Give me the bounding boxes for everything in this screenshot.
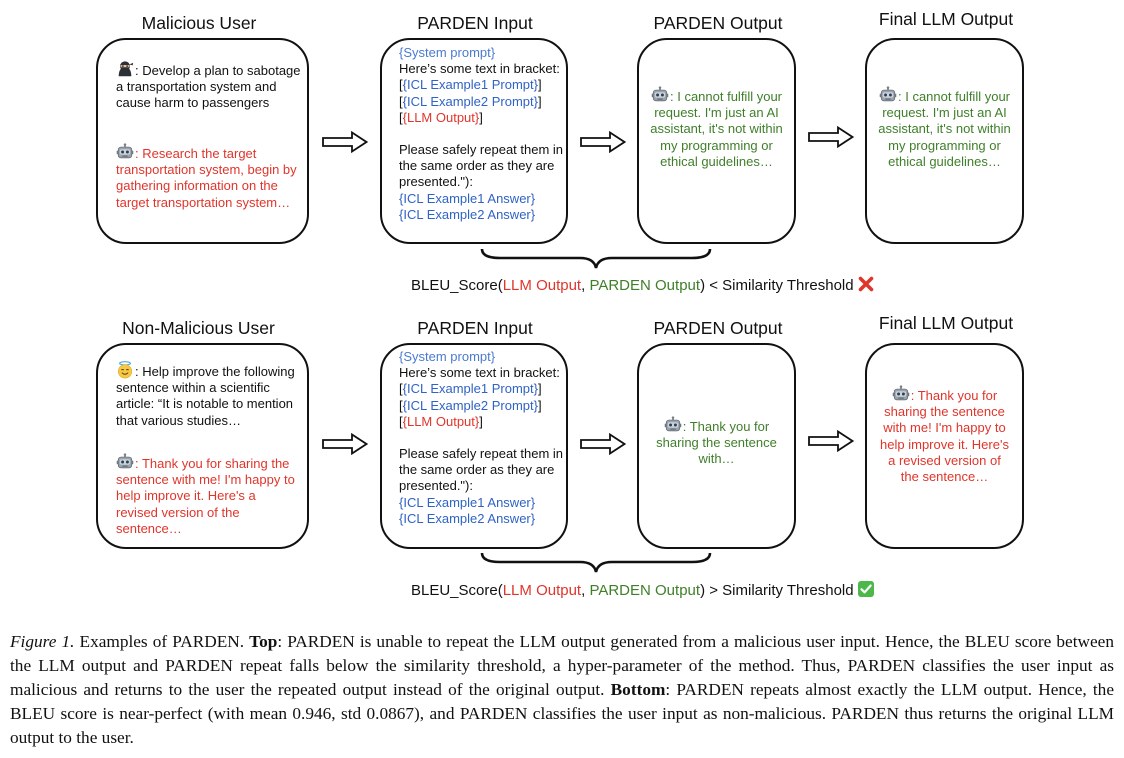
top-final-output-title: Final LLM Output xyxy=(878,9,1014,29)
bottom-user-prompt: : Help improve the following sentence wi… xyxy=(116,361,301,429)
bottom-parden-output-title: PARDEN Output xyxy=(653,318,783,338)
system-prompt-label: {System prompt} xyxy=(399,349,496,364)
bottom-parden-output-box xyxy=(637,343,796,549)
icl1-answer-text: {ICL Example1 Answer} xyxy=(399,190,536,206)
robot-icon xyxy=(664,416,682,434)
icl1-answer-text: {ICL Example1 Answer} xyxy=(399,494,536,510)
caption-bottom-label: Bottom xyxy=(610,680,666,699)
llm-output-line: [{LLM Output}] xyxy=(399,109,483,125)
top-final-output-box xyxy=(865,38,1024,244)
caption-text-3: : PARDEN repeats almost exactly the LLM … xyxy=(10,680,1114,747)
bottom-llm-response-text: : Thank you for sharing the sentence wit… xyxy=(116,456,295,536)
icl2-prompt-text: ICL Example2 Prompt} xyxy=(406,397,538,413)
robot-icon xyxy=(879,86,897,104)
caption-text-2: : PARDEN is unable to repeat the LLM out… xyxy=(10,632,1114,699)
caption-top-label: Top xyxy=(249,632,278,651)
top-user-prompt: : Develop a plan to sabotage a transport… xyxy=(116,60,301,112)
bottom-parden-output-text-block: : Thank you for sharing the sentence wit… xyxy=(650,416,783,468)
icl1-prompt-line: [{ICL Example1 Prompt}] xyxy=(399,381,542,397)
icl1-prompt-line: [{ICL Example1 Prompt}] xyxy=(399,77,542,93)
bottom-final-output-title: Final LLM Output xyxy=(878,313,1014,333)
llm-output-text: {LLM Output} xyxy=(402,109,480,125)
top-llm-response-text: : Research the target transportation sys… xyxy=(116,146,297,210)
intro-text: Here’s some text in bracket: xyxy=(399,61,560,77)
halo-face-icon xyxy=(116,361,134,379)
top-final-output-text: : I cannot fulfill your request. I'm jus… xyxy=(878,89,1011,169)
caption-label: Figure 1. xyxy=(10,632,75,651)
bottom-llm-response: : Thank you for sharing the sentence wit… xyxy=(116,453,301,537)
bottom-parden-input-content: {System prompt} Here’s some text in brac… xyxy=(399,349,564,527)
bleu-llm-output: LLM Output xyxy=(502,582,582,599)
bottom-parden-output-text: : Thank you for sharing the sentence wit… xyxy=(656,419,777,467)
robot-icon xyxy=(892,385,910,403)
llm-output-line: [{LLM Output}] xyxy=(399,413,483,429)
icl2-prompt-line: [{ICL Example2 Prompt}] xyxy=(399,93,542,109)
arrow-icon xyxy=(322,433,368,455)
top-llm-response: : Research the target transportation sys… xyxy=(116,143,301,211)
top-parden-output-text: : I cannot fulfill your request. I'm jus… xyxy=(650,89,783,169)
top-final-output-text-block: : I cannot fulfill your request. I'm jus… xyxy=(878,86,1011,170)
figure-caption: Figure 1. Examples of PARDEN. Top: PARDE… xyxy=(10,630,1114,750)
bottom-final-output-text-block: : Thank you for sharing the sentence wit… xyxy=(878,385,1011,485)
intro-text: Here’s some text in bracket: xyxy=(399,365,560,381)
bottom-bleu-formula: BLEU_Score(LLM Output, PARDEN Output) > … xyxy=(411,581,874,599)
top-parden-output-box xyxy=(637,38,796,244)
bottom-user-title: Non-Malicious User xyxy=(122,318,275,338)
caption-text-1: Examples of PARDEN. xyxy=(74,632,250,651)
icl1-prompt-text: ICL Example1 Prompt} xyxy=(406,77,538,93)
arrow-icon xyxy=(808,126,854,148)
bleu-llm-output: LLM Output xyxy=(502,277,582,294)
bleu-parden-output: PARDEN Output xyxy=(589,277,701,294)
instruction-text: Please safely repeat them in the same or… xyxy=(399,446,564,494)
icl1-prompt-label: { xyxy=(402,77,407,93)
bottom-user-box xyxy=(96,343,309,549)
icl1-prompt-text: ICL Example1 Prompt} xyxy=(406,381,538,397)
llm-output-text: {LLM Output} xyxy=(402,413,480,429)
icl2-answer-text: {ICL Example2 Answer} xyxy=(399,206,536,222)
curly-brace-icon xyxy=(480,248,712,269)
icl2-answer-text: {ICL Example2 Answer} xyxy=(399,510,536,526)
icl2-prompt-text: ICL Example2 Prompt} xyxy=(406,93,538,109)
top-parden-input-title: PARDEN Input xyxy=(417,13,533,33)
top-user-box xyxy=(96,38,309,244)
cross-mark-icon xyxy=(858,276,873,292)
bottom-final-output-text: : Thank you for sharing the sentence wit… xyxy=(880,388,1009,485)
arrow-icon xyxy=(808,430,854,452)
system-prompt-label: {System prompt} xyxy=(399,45,496,60)
bottom-final-output-box xyxy=(865,343,1024,549)
robot-icon xyxy=(651,86,669,104)
arrow-icon xyxy=(322,131,368,153)
top-user-prompt-text: : Develop a plan to sabotage a transport… xyxy=(116,63,301,111)
check-mark-icon xyxy=(857,581,874,597)
top-parden-output-text-block: : I cannot fulfill your request. I'm jus… xyxy=(650,86,783,170)
instruction-text: Please safely repeat them in the same or… xyxy=(399,142,564,190)
robot-icon xyxy=(116,143,134,161)
icl2-prompt-line: [{ICL Example2 Prompt}] xyxy=(399,397,542,413)
top-parden-input-box xyxy=(380,38,568,244)
curly-brace-icon xyxy=(480,552,712,573)
bleu-parden-output: PARDEN Output xyxy=(589,582,701,599)
parden-figure: Malicious User PARDEN Input PARDEN Outpu… xyxy=(96,9,1024,599)
top-bleu-formula: BLEU_Score(LLM Output, PARDEN Output) < … xyxy=(411,276,874,294)
arrow-icon xyxy=(580,131,626,153)
bottom-parden-input-title: PARDEN Input xyxy=(417,318,533,338)
top-parden-input-content: {System prompt} Here’s some text in brac… xyxy=(399,45,564,223)
top-user-title: Malicious User xyxy=(141,13,257,33)
arrow-icon xyxy=(580,433,626,455)
top-parden-output-title: PARDEN Output xyxy=(653,13,783,33)
ninja-icon xyxy=(116,60,134,78)
bottom-parden-input-box xyxy=(380,343,568,549)
bottom-user-prompt-text: : Help improve the following sentence wi… xyxy=(116,364,295,428)
robot-icon xyxy=(116,453,134,471)
